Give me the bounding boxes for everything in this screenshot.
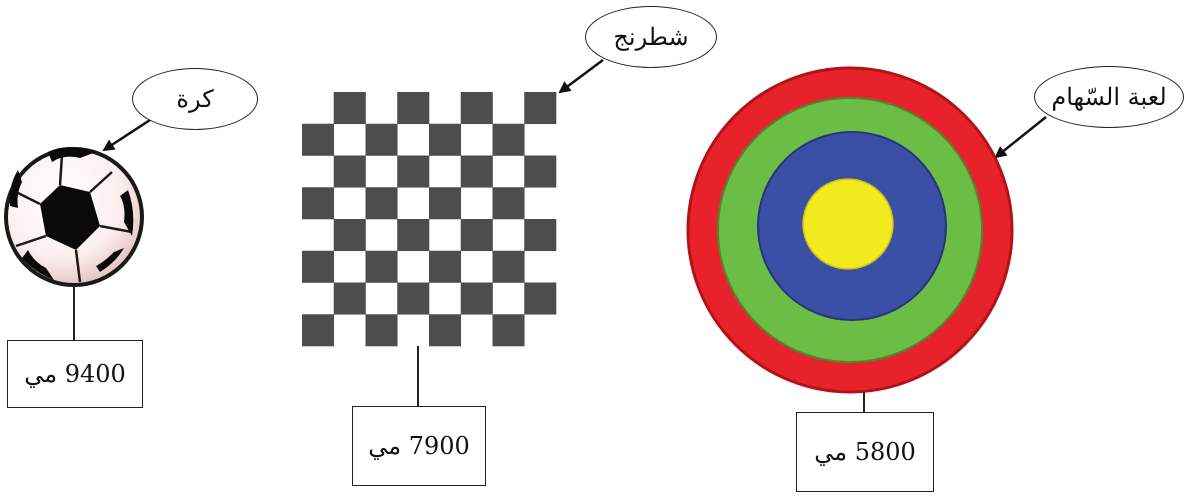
chess-square-dark — [460, 282, 493, 315]
chess-square-dark — [492, 187, 525, 220]
dart-name-bubble: لعبة السّهام — [1034, 66, 1184, 128]
chess-square-dark — [524, 282, 557, 315]
dart-price-box: 5800 مي — [796, 412, 934, 492]
chess-square-dark — [397, 282, 430, 315]
chess-square-dark — [333, 155, 366, 188]
chess-square-dark — [302, 314, 335, 347]
chess-name-bubble: شطرنج — [585, 6, 717, 68]
chess-square-dark — [333, 282, 366, 315]
chess-price-box: 7900 مي — [352, 406, 486, 486]
chess-square-dark — [460, 155, 493, 188]
chess-square-dark — [397, 219, 430, 252]
chess-square-dark — [302, 187, 335, 220]
chess-square-dark — [460, 92, 493, 125]
chess-square-dark — [397, 155, 430, 188]
chess-square-dark — [492, 314, 525, 347]
chess-square-dark — [365, 187, 398, 220]
arrow-icon — [558, 58, 604, 94]
ball-name-bubble: كرة — [132, 68, 258, 130]
chess-square-dark — [365, 123, 398, 156]
chess-square-dark — [524, 219, 557, 252]
chessboard-icon — [302, 92, 557, 347]
chess-square-dark — [429, 123, 462, 156]
chess-square-dark — [397, 92, 430, 125]
chess-square-dark — [492, 250, 525, 283]
chess-square-dark — [460, 219, 493, 252]
chess-square-dark — [365, 250, 398, 283]
chess-square-dark — [302, 123, 335, 156]
arrow-icon — [994, 116, 1047, 159]
chess-square-dark — [524, 155, 557, 188]
chess-square-dark — [429, 250, 462, 283]
chess-square-dark — [302, 250, 335, 283]
soccer-ball-icon — [4, 147, 144, 287]
chess-square-dark — [333, 92, 366, 125]
chess-square-dark — [429, 187, 462, 220]
chess-square-dark — [524, 92, 557, 125]
chess-square-dark — [365, 314, 398, 347]
chess-square-dark — [429, 314, 462, 347]
dartboard-icon — [686, 66, 1014, 394]
chess-square-dark — [492, 123, 525, 156]
chess-square-dark — [333, 219, 366, 252]
ball-price-box: 9400 مي — [7, 340, 143, 408]
arrow-icon — [102, 118, 151, 152]
